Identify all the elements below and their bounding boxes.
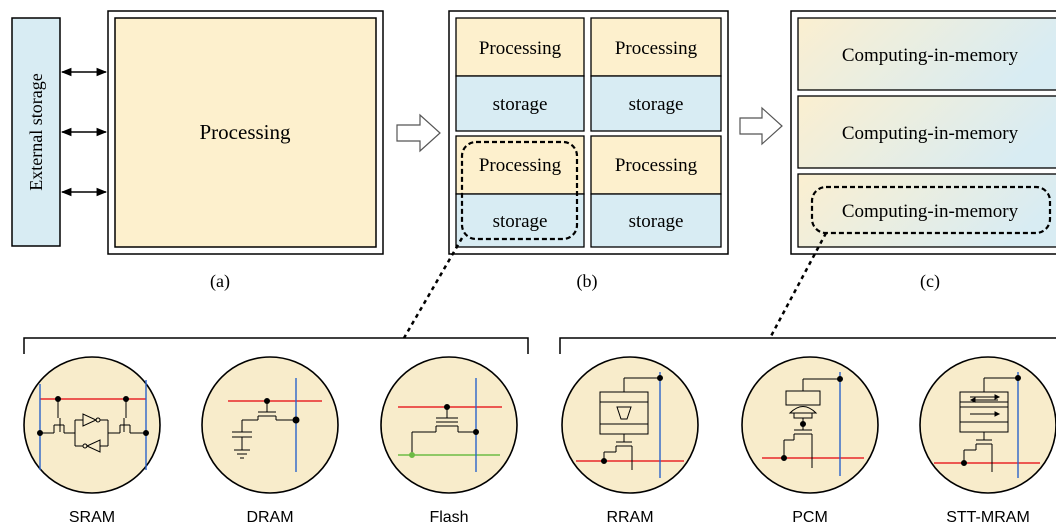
storage-cell-label: storage [629, 211, 684, 232]
panel-caption-a: (a) [210, 271, 230, 292]
flash-cell: Flash [380, 356, 518, 526]
storage-cell-label: storage [629, 94, 684, 115]
pcm-label: PCM [792, 509, 828, 526]
storage-cell [590, 193, 722, 248]
sram-label: SRAM [69, 509, 115, 526]
sram-cell: SRAM [23, 356, 161, 526]
processing-cell-label: Processing [615, 155, 698, 176]
processing-cell-label: Processing [615, 38, 698, 59]
dram-cell: DRAM [201, 356, 339, 526]
pcm-schematic-icon [762, 372, 864, 476]
transition-arrow-icon [396, 113, 441, 153]
flash-circle [380, 356, 518, 494]
emerging-memory-bracket [559, 337, 1056, 354]
storage-cell-label: storage [493, 211, 548, 232]
dram-schematic-icon [228, 378, 322, 472]
stt-mram-cell: STT-MRAM [919, 356, 1056, 526]
conventional-memory-bracket [23, 337, 529, 354]
rram-circle [561, 356, 699, 494]
processing-cell [455, 135, 585, 195]
rram-cell: RRAM [561, 356, 699, 526]
stt-mram-schematic-icon [934, 372, 1040, 478]
panel-b: Processing storage Processing storage Pr… [448, 10, 729, 292]
sram-schematic-icon [37, 380, 149, 470]
processing-cell-label: Processing [479, 38, 562, 59]
panel-caption-c: (c) [920, 271, 940, 292]
highlight-dashed-box [810, 185, 1052, 235]
processing-cell [590, 17, 722, 77]
external-storage-box [11, 17, 61, 247]
cim-row [797, 17, 1056, 91]
processing-cell-label: Processing [479, 155, 562, 176]
dram-label: DRAM [246, 509, 293, 526]
pcm-circle [741, 356, 879, 494]
panel-c: Computing-in-memory Computing-in-memory … [790, 10, 1056, 292]
stt-mram-label: STT-MRAM [946, 509, 1030, 526]
storage-cell [455, 75, 585, 132]
rram-schematic-icon [576, 372, 684, 478]
cim-row-label: Computing-in-memory [842, 201, 1019, 222]
panel-a: External storage Processing (a) [11, 10, 384, 292]
external-storage-label: External storage [26, 73, 46, 190]
cim-row [797, 95, 1056, 169]
zoom-connector [402, 237, 464, 339]
storage-cell-label: storage [493, 94, 548, 115]
transition-arrow-icon [739, 106, 783, 146]
pcm-cell: PCM [741, 356, 879, 526]
dram-circle [201, 356, 339, 494]
processing-label: Processing [200, 120, 291, 144]
sram-circle [23, 356, 161, 494]
panel-caption-b: (b) [577, 271, 598, 292]
flash-schematic-icon [398, 378, 502, 472]
storage-cell [590, 75, 722, 132]
flash-label: Flash [429, 509, 468, 526]
stt-mram-circle [919, 356, 1056, 494]
zoom-connector [768, 232, 828, 339]
cim-row-label: Computing-in-memory [842, 123, 1019, 144]
processing-block [114, 17, 377, 248]
highlight-dashed-box [460, 140, 579, 241]
cim-row-label: Computing-in-memory [842, 45, 1019, 66]
rram-label: RRAM [606, 509, 653, 526]
